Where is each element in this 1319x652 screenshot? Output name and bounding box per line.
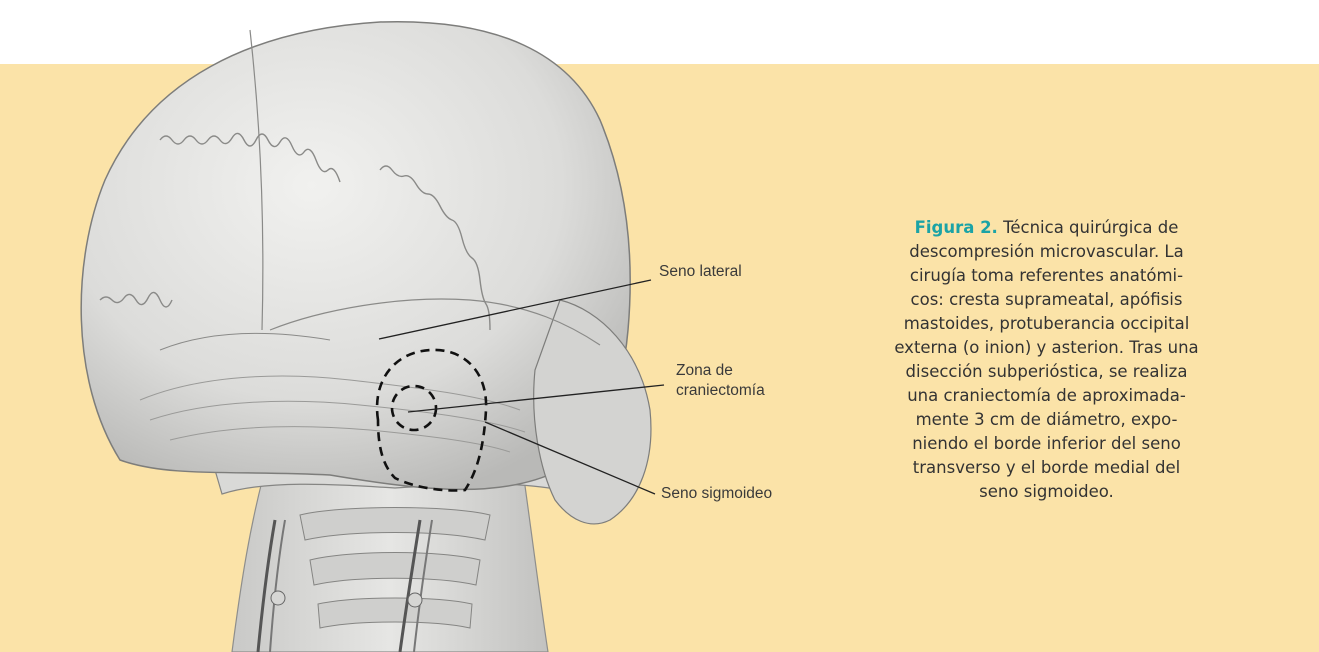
caption-line-6: disección subperióstica, se realiza: [843, 360, 1250, 384]
caption-line-7: una craniectomía de aproximada-: [843, 384, 1250, 408]
caption-line-11: seno sigmoideo.: [843, 480, 1250, 504]
label-zona-craniectomia: Zona de craniectomía: [676, 361, 765, 401]
caption-line-1: descompresión microvascular. La: [843, 240, 1250, 264]
caption-line-0-text: Técnica quirúrgica de: [1003, 218, 1178, 237]
label-zona-line1: Zona de: [676, 361, 765, 381]
label-seno-sigmoideo: Seno sigmoideo: [661, 484, 772, 504]
label-zona-line2: craniectomía: [676, 381, 765, 401]
caption-line-4: mastoides, protuberancia occipital: [843, 312, 1250, 336]
caption-line-3: cos: cresta suprameatal, apófisis: [843, 288, 1250, 312]
caption-line-2: cirugía toma referentes anatómi-: [843, 264, 1250, 288]
label-seno-lateral: Seno lateral: [659, 262, 742, 282]
caption-line-10: transverso y el borde medial del: [843, 456, 1250, 480]
caption-line-8: mente 3 cm de diámetro, expo-: [843, 408, 1250, 432]
caption-line-0: Figura 2. Técnica quirúrgica de: [843, 216, 1250, 240]
figure-caption: Figura 2. Técnica quirúrgica de descompr…: [843, 216, 1250, 504]
mastoid-jaw-region: [534, 300, 651, 524]
caption-line-9: niendo el borde inferior del seno: [843, 432, 1250, 456]
caption-line-5: externa (o inion) y asterion. Tras una: [843, 336, 1250, 360]
figure-number: Figura 2.: [915, 218, 998, 237]
